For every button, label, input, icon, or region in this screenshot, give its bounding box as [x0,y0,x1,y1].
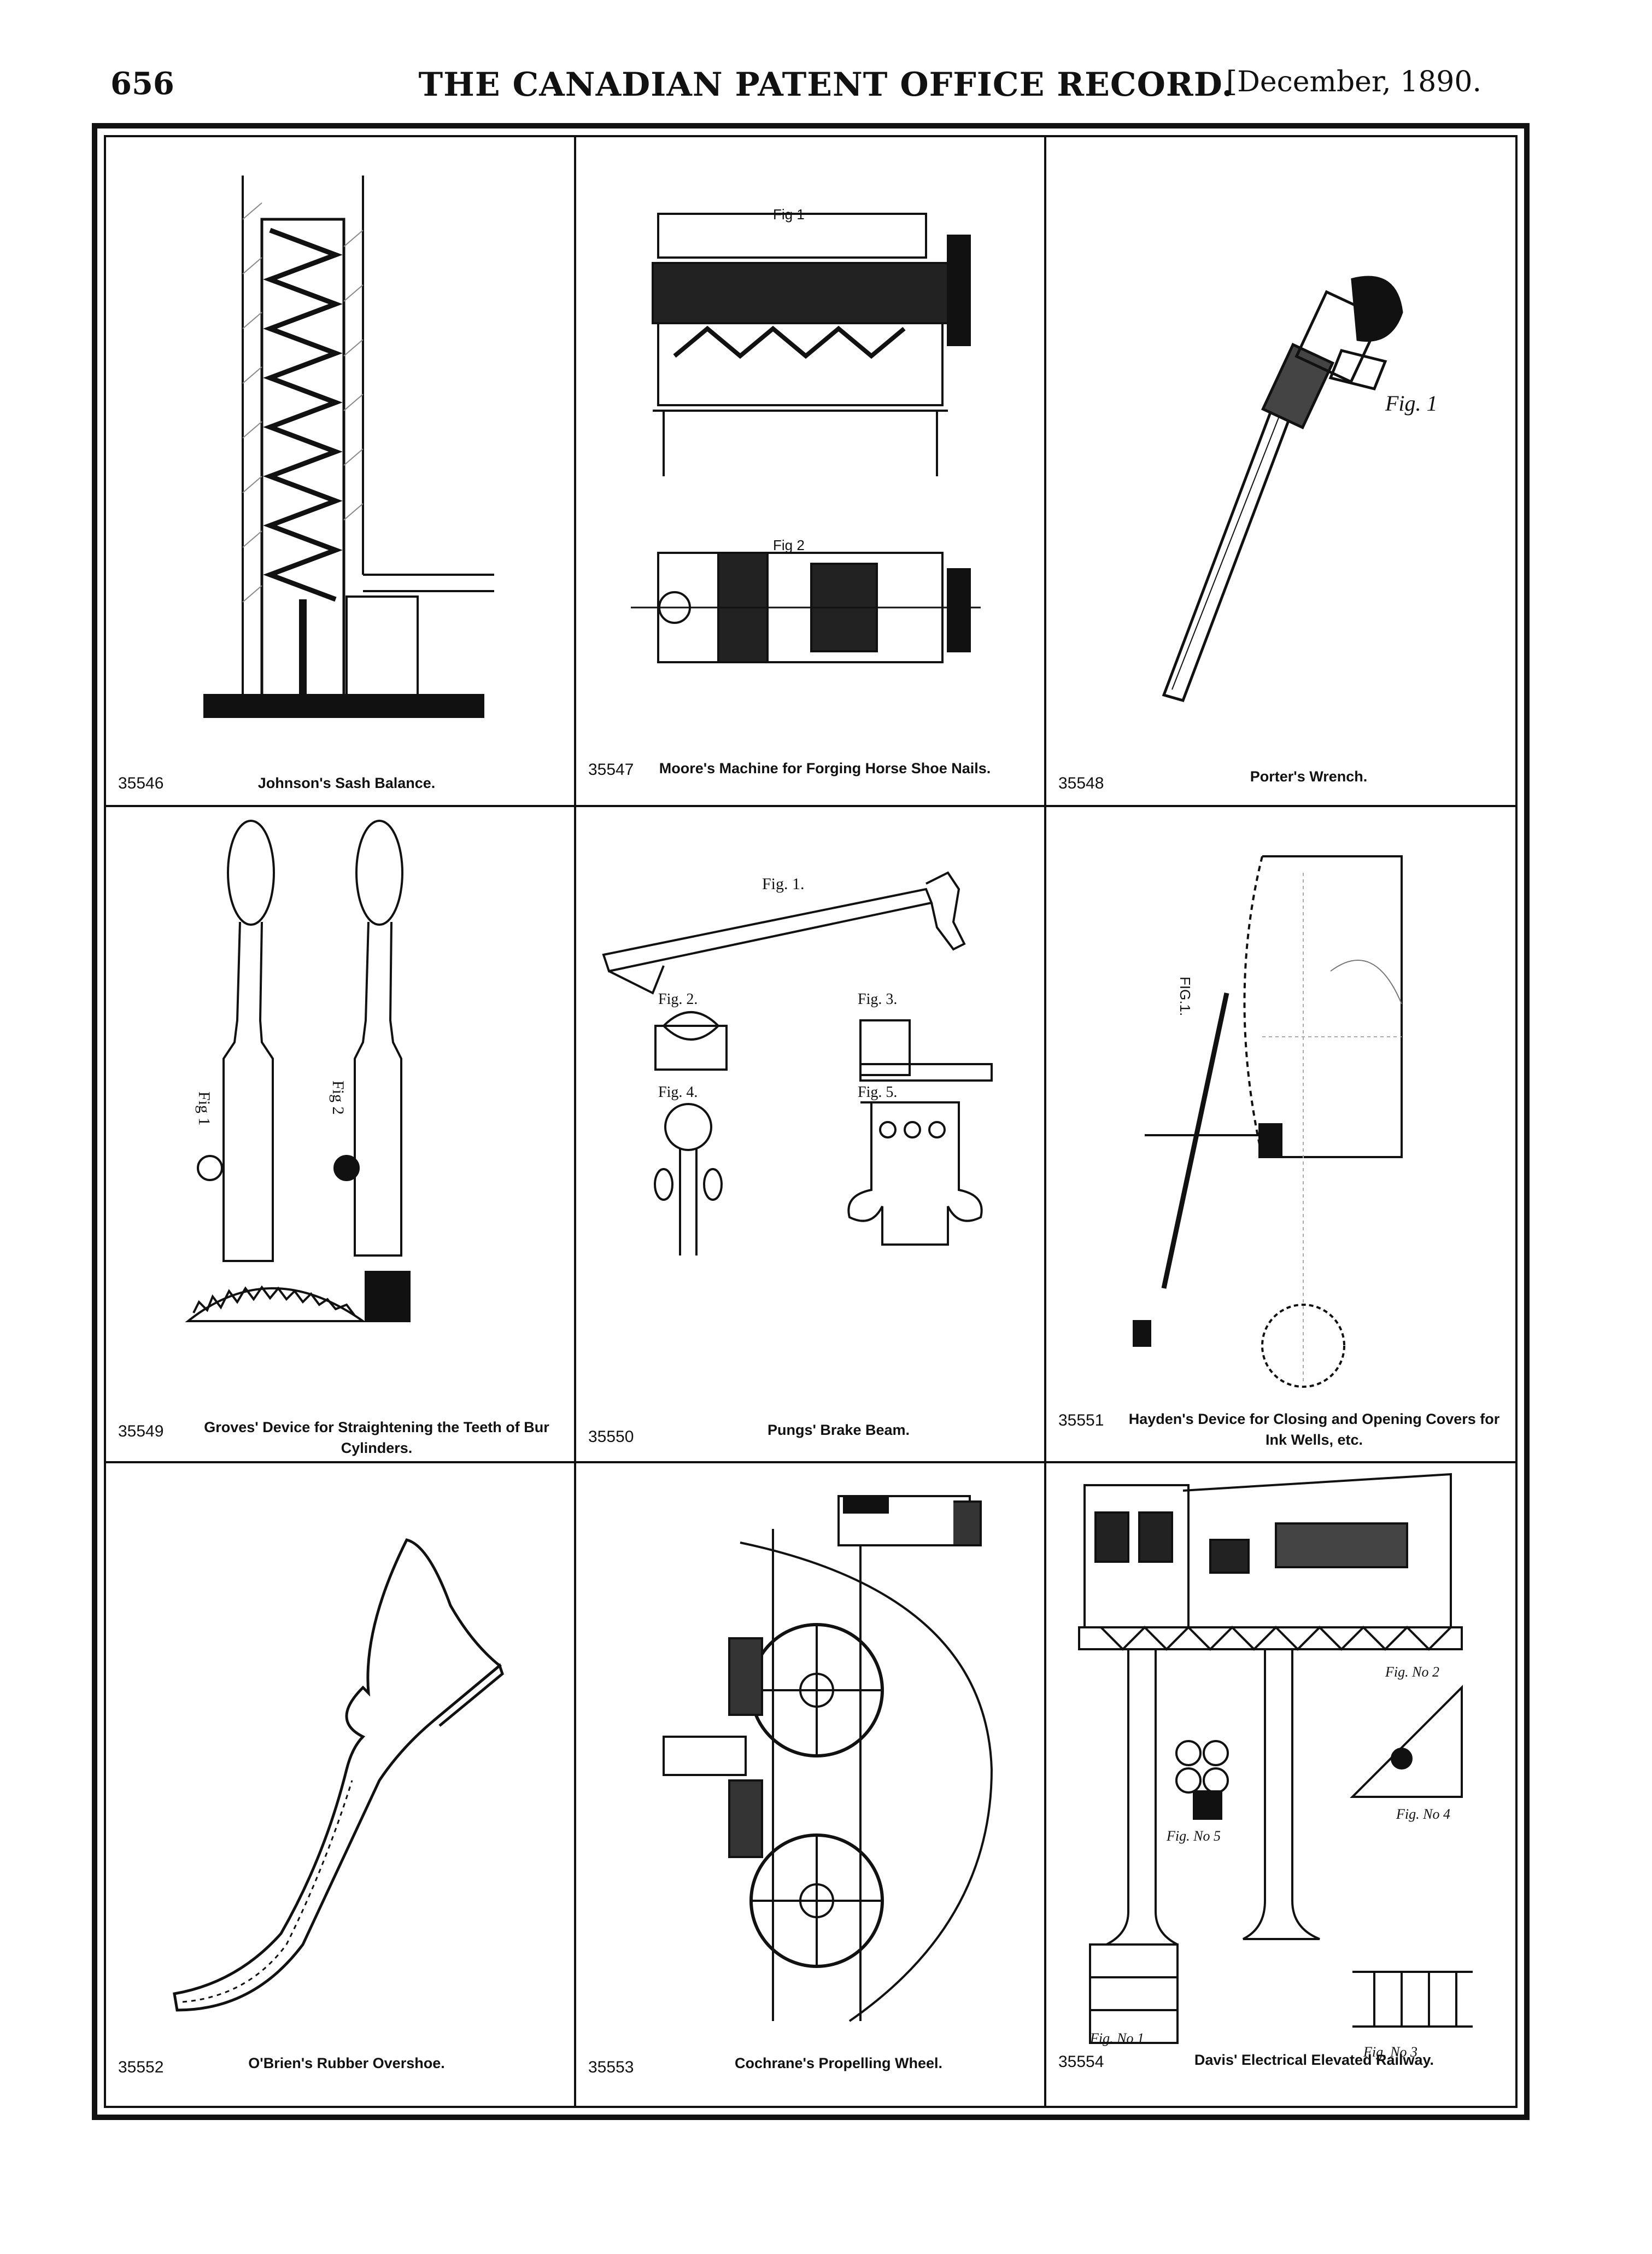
brake-beam-drawing: Fig. 1. Fig. 2. Fig. 3. Fig. 4. Fig. 5. [602,871,993,1256]
figure-caption: Moore's Machine for Forging Horse Shoe N… [659,760,991,776]
figure-cell-35551: FIG.1. 35551 Hayden's Device for Closing… [1046,807,1515,1463]
figure-caption: Porter's Wrench. [1250,768,1368,785]
figure-cell-35546: 35546 Johnson's Sash Balance. [106,137,576,807]
fig2-label: Fig. No 2 [1385,1664,1439,1680]
ink-well-cover-device-drawing: FIG.1. [1133,855,1403,1388]
figure-number: 35552 [118,2058,164,2076]
fig4-label: Fig. 4. [658,1084,698,1101]
elevated-railway-drawing: Fig. No 1 Fig. No 2 Fig. No 3 Fig. No 4 … [1078,1473,1473,2060]
fig1-label: Fig. No 1 [1089,2030,1144,2046]
figure-number: 35546 [118,774,164,792]
journal-title: THE CANADIAN PATENT OFFICE RECORD. [418,66,1234,104]
figure-caption: Johnson's Sash Balance. [257,775,436,791]
fig2-label: Fig 2 [773,537,805,553]
figure-number: 35547 [588,761,634,779]
figure-cell-35549: Fig 1 Fig 2 35549 Groves' Device for Str… [106,807,576,1463]
fig3-label: Fig. 3. [858,991,897,1008]
inner-frame [104,135,1518,2108]
figure-caption: O'Brien's Rubber Overshoe. [248,2055,445,2071]
figure-number: 35554 [1058,2053,1104,2071]
figure-cell-35552: 35552 O'Brien's Rubber Overshoe. [106,1463,576,2106]
fig2-label: Fig 2 [329,1081,347,1115]
figure-caption: Hayden's Device for Closing and Opening … [1128,1411,1500,1448]
sash-balance-drawing [203,176,494,718]
figure-number: 35550 [588,1428,634,1446]
figure-cell-35553: 35553 Cochrane's Propelling Wheel. [576,1463,1046,2106]
fig5-label: Fig. No 5 [1166,1828,1221,1844]
fig1-label: Fig. 1 [1385,391,1438,416]
figure-caption: Groves' Device for Straightening the Tee… [204,1419,549,1456]
fig1-label: FIG.1. [1177,977,1193,1016]
patent-figure-grid: 35546 Johnson's Sash Balance. Fig 1 Fig … [106,137,1515,2106]
fig1-label: Fig 1 [773,206,805,223]
horseshoe-nail-machine-drawing: Fig 1 Fig 2 [631,206,981,663]
bur-cylinder-device-drawing: Fig 1 Fig 2 [185,820,411,1322]
fig1-label: Fig 1 [195,1091,213,1126]
fig3-label: Fig. No 3 [1363,2044,1417,2060]
figure-caption: Davis' Electrical Elevated Railway. [1194,2052,1434,2068]
rubber-overshoe-drawing [173,1538,504,2012]
outer-frame [92,123,1530,2120]
fig4-label: Fig. No 4 [1396,1806,1450,1822]
figure-cell-35550: Fig. 1. Fig. 2. Fig. 3. Fig. 4. Fig. 5. … [576,807,1046,1463]
figure-number: 35548 [1058,774,1104,792]
page-header: 656 THE CANADIAN PATENT OFFICE RECORD. [… [0,66,1652,126]
figure-number: 35551 [1058,1411,1104,1429]
page-number: 656 [110,66,174,102]
propelling-wheel-drawing [663,1495,993,2022]
wrench-drawing: Fig. 1 [1162,276,1438,703]
fig2-label: Fig. 2. [658,991,698,1008]
figure-caption: Cochrane's Propelling Wheel. [735,2055,942,2071]
figure-cell-35547: Fig 1 Fig 2 35547 Moore's Machine for Fo… [576,137,1046,807]
figure-number: 35553 [588,2058,634,2076]
issue-date: [December, 1890. [1226,66,1481,98]
fig5-label: Fig. 5. [858,1084,897,1101]
figure-cell-35554: Fig. No 1 Fig. No 2 Fig. No 3 Fig. No 4 … [1046,1463,1515,2106]
figure-number: 35549 [118,1422,164,1440]
fig1-label: Fig. 1. [762,875,805,893]
figure-cell-35548: Fig. 1 35548 Porter's Wrench. [1046,137,1515,807]
figure-caption: Pungs' Brake Beam. [767,1422,910,1438]
